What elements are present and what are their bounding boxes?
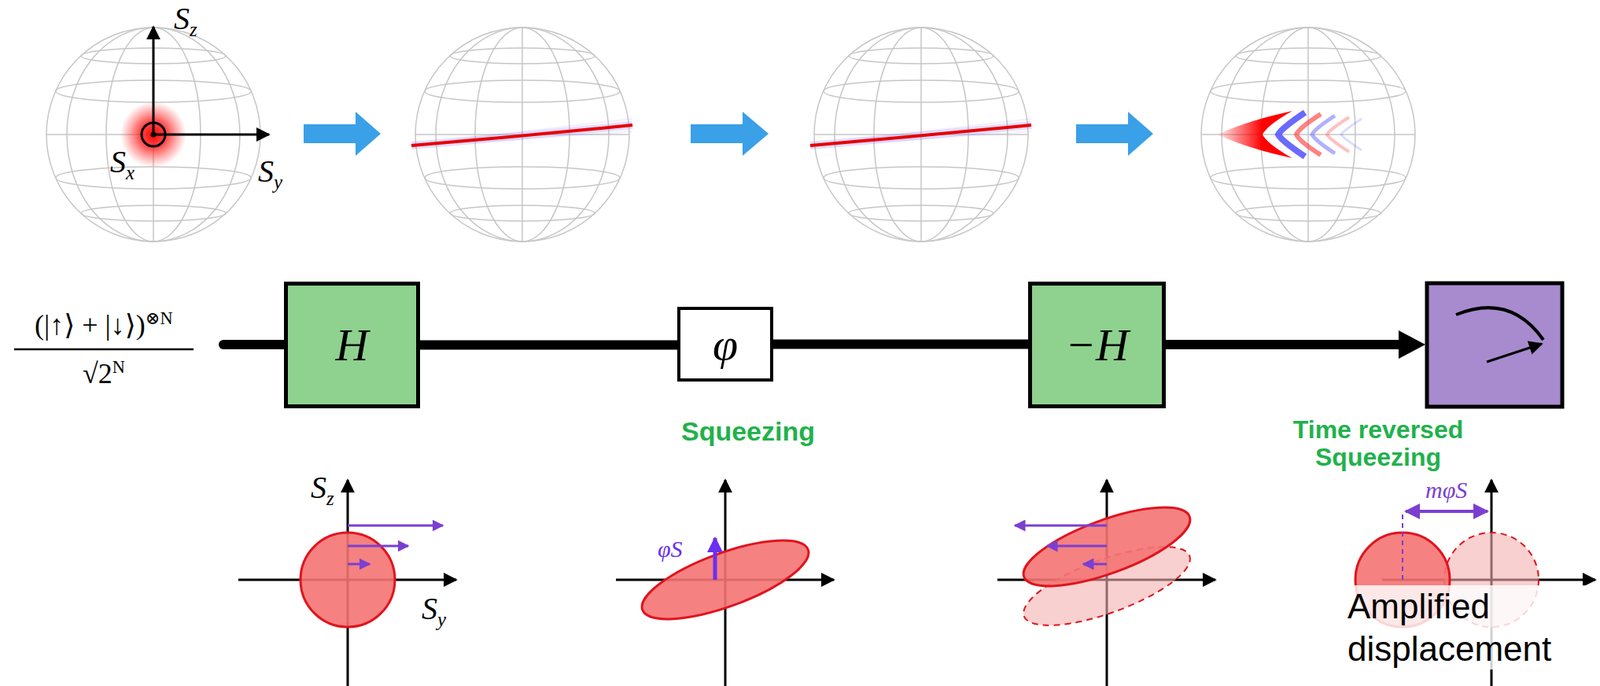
- phase-space-initial: [347, 563, 370, 566]
- gate-label: −H: [1065, 318, 1129, 372]
- bloch-sphere-final: [1201, 27, 1416, 242]
- circuit-wire: [223, 339, 287, 350]
- bloch-sphere-initial: [151, 132, 157, 138]
- phase-space-final: [1401, 512, 1404, 580]
- bloch-sphere-initial: [46, 26, 270, 242]
- measurement-meter: [1456, 307, 1544, 340]
- axis-label: Sz: [173, 1, 198, 37]
- displacement-label: mφS: [1425, 476, 1468, 503]
- circuit-wire: [1398, 330, 1426, 359]
- circuit-wire: [1164, 339, 1405, 350]
- phase-space-squeezed: [713, 538, 718, 580]
- phase-space-reversed: [1014, 491, 1199, 603]
- phase-box: φ: [677, 306, 774, 382]
- phase-space-squeezed: [615, 479, 834, 686]
- step-caption: Time reversed Squeezing: [1279, 416, 1477, 472]
- phase-space-initial: [347, 525, 443, 565]
- phase-space-squeezed: [633, 524, 818, 636]
- gate-box: −H: [1028, 281, 1166, 409]
- superscript: N: [112, 357, 126, 377]
- bloch-sphere-encoded: [810, 27, 1032, 242]
- bloch-sphere-squeezed: [411, 27, 633, 242]
- step-caption: Squeezing: [681, 416, 815, 447]
- subscript: y: [437, 608, 447, 631]
- phase-space-reversed: [997, 479, 1216, 686]
- phase-space-reversed: [1014, 525, 1107, 565]
- bloch-sphere-encoded: [810, 118, 1032, 146]
- bloch-sphere-encoded: [810, 118, 1032, 146]
- measurement-meter: [1426, 283, 1563, 407]
- bloch-sphere-final: [1201, 27, 1416, 242]
- gate-label: H: [335, 318, 369, 372]
- phase-space-reversed: [1083, 563, 1107, 566]
- phase-space-reversed: [1047, 545, 1107, 548]
- axis-label: Sx: [110, 144, 135, 180]
- bloch-sphere-final: [1217, 110, 1362, 159]
- circuit-wire: [420, 340, 678, 351]
- state-numerator: (|↑⟩ + |↓⟩)⊗N: [34, 309, 174, 342]
- axis-label: Sz: [310, 470, 335, 506]
- subscript: z: [189, 18, 198, 41]
- circuit-wire: [773, 339, 1029, 350]
- bloch-sphere-final: [1296, 114, 1321, 155]
- bloch-sphere-squeezed: [411, 118, 633, 146]
- signal-label: φS: [657, 535, 683, 562]
- step-arrow: [303, 111, 1154, 156]
- step-arrow: [303, 111, 381, 156]
- subscript: x: [125, 162, 135, 184]
- step-arrow: [1076, 111, 1154, 156]
- gate-label: φ: [712, 317, 738, 371]
- phase-space-initial: [347, 545, 409, 548]
- bloch-sphere-encoded: [810, 125, 1032, 146]
- axis-label: Sy: [258, 154, 283, 189]
- bloch-sphere-final: [1327, 117, 1350, 152]
- phase-space-initial: [238, 479, 457, 686]
- bloch-sphere-initial: [141, 122, 166, 147]
- bloch-sphere-initial: [152, 26, 155, 135]
- bloch-sphere-initial: [153, 133, 270, 137]
- state-denominator: √2N: [82, 358, 126, 391]
- subscript: y: [273, 171, 283, 193]
- phase-space-initial: [347, 524, 443, 528]
- bloch-sphere-encoded: [810, 125, 1032, 146]
- bloch-sphere-final: [1278, 112, 1306, 157]
- superscript: ⊗N: [145, 308, 174, 329]
- phase-space-reversed: [1014, 524, 1107, 528]
- subscript: z: [326, 487, 335, 509]
- bloch-sphere-squeezed: [411, 125, 633, 146]
- bloch-sphere-final: [1341, 118, 1362, 151]
- gate-box: H: [283, 281, 421, 409]
- bloch-sphere-squeezed: [411, 125, 633, 146]
- step-arrow: [690, 111, 769, 156]
- axis-label: Sy: [421, 591, 447, 627]
- bloch-sphere-squeezed: [411, 118, 633, 146]
- measurement-meter: [1486, 343, 1542, 362]
- measurement-meter: [1426, 283, 1563, 407]
- phase-space-final: [1405, 509, 1488, 513]
- bloch-sphere-final: [1312, 115, 1335, 154]
- fraction-bar: [14, 348, 194, 351]
- result-caption: Amplified displacement: [1345, 585, 1586, 670]
